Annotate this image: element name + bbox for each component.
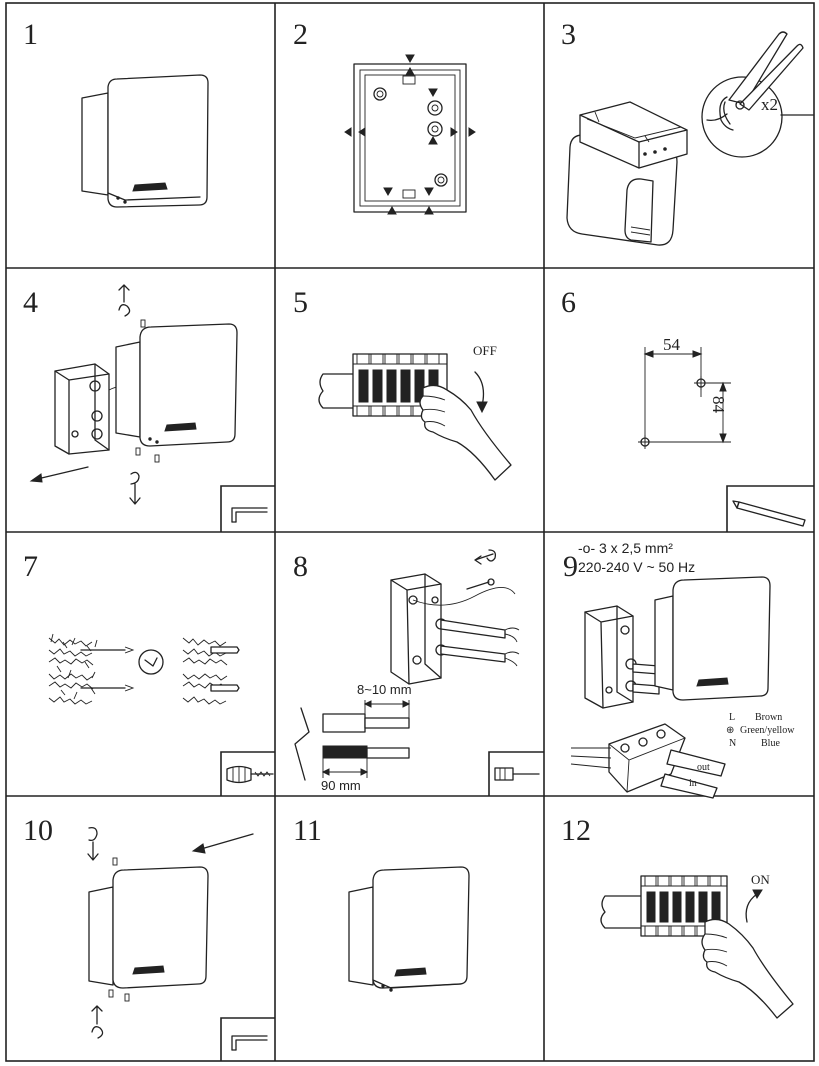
tool-box (220, 751, 275, 796)
wall-plate-icon (54, 363, 132, 455)
cables-icon (440, 619, 520, 667)
horizontal-dimension: 54 (663, 335, 681, 354)
switch-arrow-icon (474, 371, 485, 407)
lamp-icon (348, 866, 470, 992)
hand-icon (701, 918, 794, 1019)
lamp-icon (115, 323, 238, 447)
wall-texture-left (47, 632, 103, 705)
in-label: in (689, 778, 697, 789)
wire-color-live: Brown (755, 712, 782, 723)
wall-texture-right (181, 632, 240, 705)
arrow-head-icon (191, 843, 206, 854)
step-number: 5 (293, 286, 308, 319)
tool-box (726, 485, 814, 532)
step-8-panel: 8 (293, 549, 544, 796)
step-number: 4 (23, 286, 38, 319)
drill-icon (226, 765, 274, 784)
lamp-body-open-icon (566, 101, 688, 246)
step-7-panel: 7 (23, 550, 275, 796)
step-number: 11 (293, 814, 322, 847)
switch-arrow-head-icon (752, 889, 763, 900)
quantity-label: x2 (761, 95, 778, 114)
step-number: 2 (293, 18, 308, 51)
hex-key-icon (231, 1035, 268, 1051)
tool-box (220, 1017, 275, 1061)
tool-box (488, 751, 544, 796)
drill-bits-icon (80, 646, 135, 692)
wire-code-neutral: N (729, 738, 736, 749)
arrow-icon (32, 466, 89, 481)
step-number: 12 (561, 814, 591, 847)
wire-legend: L Brown ⊕ Green/yellow N Blue (726, 712, 795, 749)
step-number: 8 (293, 550, 308, 583)
wire-code-live: L (729, 712, 735, 723)
step-number: 10 (23, 814, 53, 847)
lamp-icon (81, 74, 209, 208)
vertical-dimension: 84 (709, 396, 728, 414)
off-label: OFF (473, 343, 497, 358)
step-number: 3 (561, 18, 576, 51)
screw-icon (87, 826, 130, 1039)
step-3-panel: 3 x2 (561, 18, 814, 246)
step-1-panel: 1 (23, 18, 209, 208)
step-6-panel: 6 54 84 (561, 286, 814, 532)
screw-icon (118, 284, 160, 505)
step-4-panel: 4 (23, 284, 275, 532)
pencil-icon (732, 500, 806, 527)
lamp-icon (654, 576, 771, 701)
step-10-panel: 10 (23, 814, 275, 1061)
screwdriver-icon (494, 767, 540, 781)
step-11-panel: 11 (293, 814, 470, 992)
step-number: 6 (561, 286, 576, 319)
step-number: 7 (23, 550, 38, 583)
cable-spec: -o- 3 x 2,5 mm² (578, 540, 673, 556)
dowel-detail-icon (144, 657, 158, 667)
pliers-icon: x2 (701, 31, 814, 158)
tool-box (220, 485, 275, 532)
step-12-panel: 12 ON (561, 814, 794, 1019)
terminal-block-icon: out in (570, 723, 726, 799)
wall-plate-icon (390, 573, 516, 685)
hand-icon (419, 384, 512, 481)
lamp-icon (88, 866, 209, 989)
wall-plate-icon (584, 605, 660, 709)
arrow-head-icon (29, 473, 43, 483)
cable-strip-icon: 8~10 mm 90 mm (294, 682, 412, 793)
wire-color-neutral: Blue (761, 738, 780, 749)
step-9-panel: 9 -o- 3 x 2,5 mm² 220-240 V ~ 50 Hz out … (563, 540, 795, 799)
on-label: ON (751, 872, 770, 887)
cable-length-label: 90 mm (321, 778, 361, 793)
drill-template-icon: 54 84 (638, 335, 731, 449)
step-number: 9 (563, 550, 578, 583)
switch-arrow-icon (745, 893, 758, 923)
arrow-icon (200, 833, 254, 850)
mounting-box-icon (344, 54, 476, 215)
wire-color-earth: Green/yellow (740, 725, 795, 736)
hex-key-icon (231, 507, 268, 523)
step-5-panel: 5 OFF (293, 286, 512, 481)
out-label: out (697, 762, 710, 773)
step-2-panel: 2 (293, 18, 476, 215)
step-number: 1 (23, 18, 38, 51)
strip-length-label: 8~10 mm (357, 682, 412, 697)
instruction-sheet: 1 2 (5, 2, 815, 1062)
voltage-spec: 220-240 V ~ 50 Hz (578, 559, 695, 575)
detail-circle (138, 649, 164, 675)
switch-arrow-head-icon (476, 401, 488, 414)
wire-code-earth: ⊕ (726, 725, 734, 736)
breaker-panel-icon (600, 875, 728, 937)
screw-icon (466, 549, 497, 590)
